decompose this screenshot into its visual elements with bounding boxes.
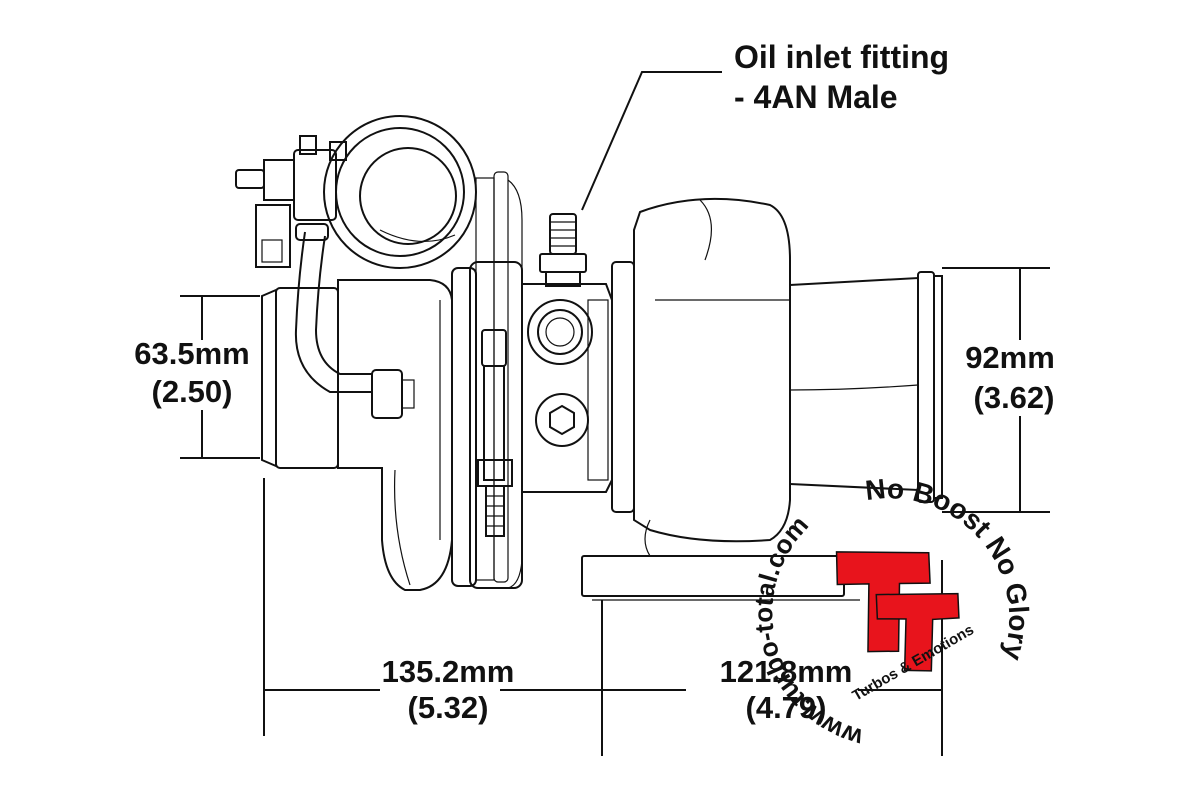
tt-logo-icon [835, 551, 960, 672]
callout-line-1: Oil inlet fitting [734, 39, 949, 75]
outlet-diameter-in: (3.62) [974, 380, 1055, 415]
length-right-mm: 121.8mm [720, 654, 853, 689]
length-left-mm: 135.2mm [382, 654, 515, 689]
inlet-diameter-in: (2.50) [152, 374, 233, 409]
oil-inlet-fitting [539, 213, 587, 287]
callout-line-2: - 4AN Male [734, 79, 898, 115]
center-housing [469, 261, 613, 589]
turbine-housing [581, 197, 943, 601]
dimension-lines [180, 267, 1050, 756]
length-right-in: (4.79) [746, 690, 827, 725]
compressor-housing [235, 115, 523, 591]
outlet-diameter-mm: 92mm [965, 340, 1055, 375]
watermark-url: www.turbo-total.com [726, 504, 872, 771]
length-left-in: (5.32) [408, 690, 489, 725]
inlet-diameter-mm: 63.5mm [134, 336, 249, 371]
callout-leader [581, 71, 722, 211]
